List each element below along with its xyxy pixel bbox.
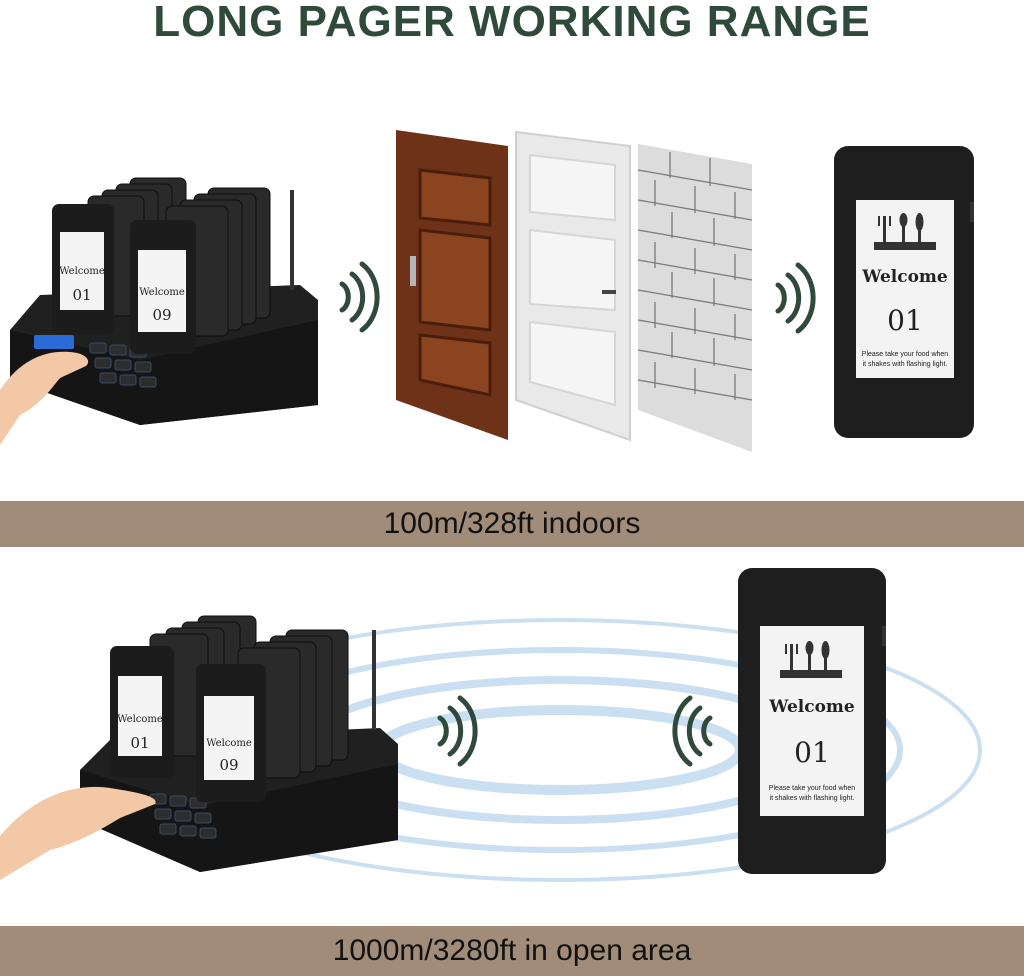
pager-note-line2: it shakes with flashing light. (863, 361, 948, 368)
antenna (372, 630, 376, 730)
pager-number: 01 (794, 736, 830, 769)
brick-wall-image (637, 144, 753, 452)
pager-welcome: Welcome (768, 697, 855, 717)
outdoor-scene: Welcome 01 Welcome 09 (0, 550, 1024, 924)
hand (0, 786, 156, 880)
antenna (290, 190, 294, 290)
cutlery-icon (780, 641, 842, 678)
pager-note-line1: Please take your food when (769, 785, 855, 792)
indoor-range-label: 100m/328ft indoors (0, 501, 1024, 547)
signal-icon (437, 695, 478, 767)
base-station (80, 615, 398, 872)
pager-number: 01 (887, 304, 923, 337)
signal-icon (775, 262, 816, 334)
pager-note-line2: it shakes with flashing light. (770, 795, 855, 802)
base-station (10, 177, 318, 425)
pager-device (738, 568, 886, 874)
indoor-scene: Welcome 01 Welcome 09 (0, 60, 1024, 500)
keypad[interactable] (89, 342, 157, 388)
pager-note-line1: Please take your food when (862, 351, 948, 358)
white-door-image (515, 130, 631, 442)
card-left-welcome: Welcome (59, 266, 105, 277)
card-left-welcome: Welcome (117, 714, 163, 725)
card-right-number: 09 (219, 756, 238, 774)
outdoor-range-label: 1000m/3280ft in open area (0, 926, 1024, 976)
card-left-number: 01 (72, 286, 91, 304)
display-screen (34, 335, 74, 349)
signal-icon (339, 261, 380, 333)
pager-welcome: Welcome (861, 267, 948, 287)
hand (0, 351, 89, 445)
card-right-welcome: Welcome (139, 287, 185, 298)
wood-door-image (396, 130, 508, 440)
keypad[interactable] (149, 793, 217, 839)
page-title: LONG PAGER WORKING RANGE (153, 0, 871, 46)
card-right-number: 09 (152, 306, 171, 324)
card-right-welcome: Welcome (206, 738, 252, 749)
signal-icon (672, 695, 713, 767)
cutlery-icon (874, 213, 936, 250)
card-left-number: 01 (130, 734, 149, 752)
pager-device (834, 146, 974, 438)
